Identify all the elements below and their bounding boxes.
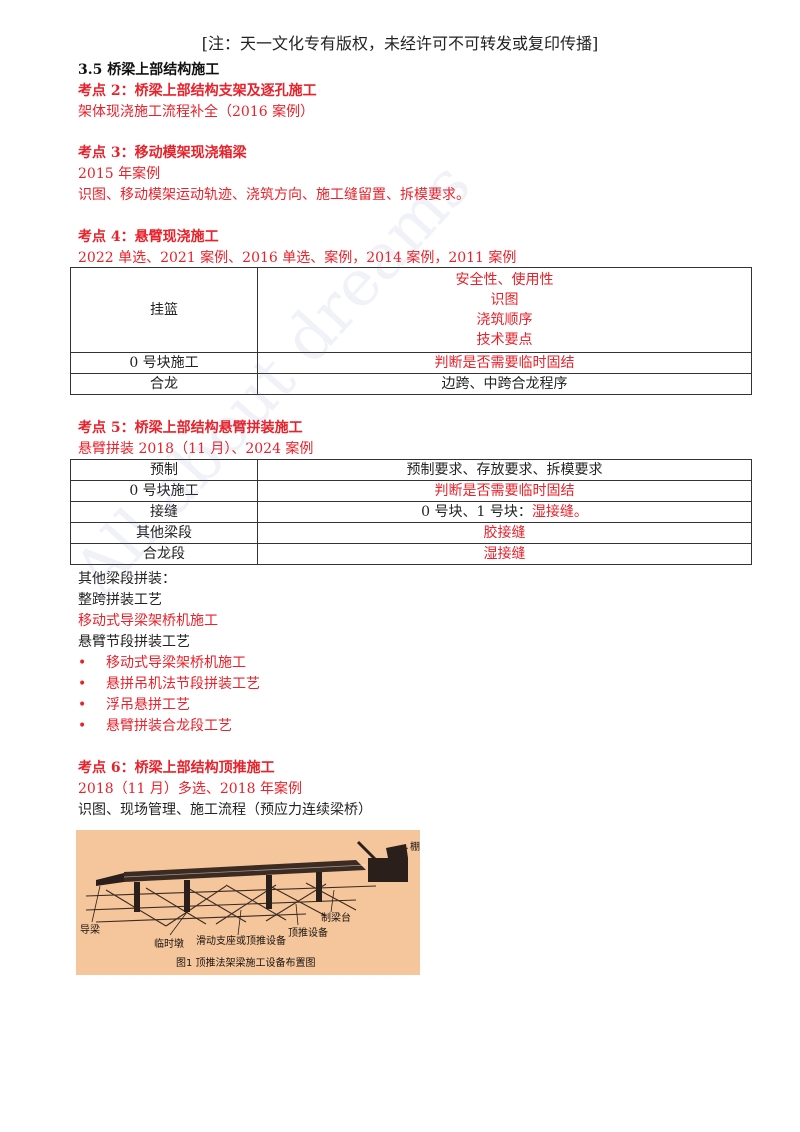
table-cell-value: 安全性、使用性 识图 浇筑顺序 技术要点 <box>257 267 752 353</box>
kd6-line1: 2018（11 月）多选、2018 年案例 <box>78 781 302 797</box>
figure-caption: 图1 顶推法架梁施工设备布置图 <box>176 956 316 969</box>
kd5-title: 考点 5：桥梁上部结构悬臂拼装施工 <box>78 420 303 436</box>
table-row: 0 号块施工 判断是否需要临时固结 <box>70 480 752 502</box>
label-dingtuishebei: 顶推设备 <box>288 926 328 939</box>
table-cell-value: 判断是否需要临时固结 <box>257 480 752 502</box>
kd3-line1: 2015 年案例 <box>78 166 161 182</box>
kd3-block: 考点 3：移动模架现浇箱梁 2015 年案例 识图、移动模架运动轨迹、浇筑方向、… <box>78 143 470 206</box>
label-huadongzhizuo: 滑动支座或顶推设备 <box>196 934 286 947</box>
kd6-block: 考点 6：桥梁上部结构顶推施工 2018（11 月）多选、2018 年案例 识图… <box>78 758 372 821</box>
list-item: 安全性、使用性 <box>455 272 554 288</box>
table-row: 0 号块施工 判断是否需要临时固结 <box>70 352 752 374</box>
jacking-diagram: 导梁 临时墩 滑动支座或顶推设备 顶推设备 制梁台 棚 图1 顶推法架梁施工设备… <box>76 830 420 975</box>
section-block: 3.5 桥梁上部结构施工 考点 2：桥梁上部结构支架及逐孔施工 架体现浇施工流程… <box>78 60 317 123</box>
kd4-block: 考点 4：悬臂现浇施工 2022 单选、2021 案例、2016 单选、案例，2… <box>78 227 516 269</box>
copyright-notice: [注：天一文化专有版权，未经许可不可转发或复印传播] <box>201 34 599 53</box>
table-row: 接缝 0 号块、1 号块：湿接缝。 <box>70 501 752 523</box>
list-item: 浇筑顺序 <box>476 312 533 328</box>
kd4-title: 考点 4：悬臂现浇施工 <box>78 229 219 245</box>
table-cell-value: 预制要求、存放要求、拆模要求 <box>257 459 752 481</box>
cell-text: 0 号块、1 号块： <box>421 504 532 520</box>
list-item: 识图 <box>490 292 519 308</box>
text-line: 悬臂节段拼装工艺 <box>78 634 190 650</box>
label-daoliang: 导梁 <box>80 923 100 936</box>
kd6-title: 考点 6：桥梁上部结构顶推施工 <box>78 760 275 776</box>
text-line: 其他梁段拼装： <box>78 571 176 587</box>
table-cell-value: 湿接缝 <box>257 543 752 565</box>
list-item: •悬拼吊机法节段拼装工艺 <box>78 674 260 695</box>
kd2-line: 架体现浇施工流程补全（2016 案例） <box>78 104 315 120</box>
table-row: 预制 预制要求、存放要求、拆模要求 <box>70 459 752 481</box>
kd4-line1: 2022 单选、2021 案例、2016 单选、案例，2014 案例，2011 … <box>78 250 517 266</box>
kd3-line2: 识图、移动模架运动轨迹、浇筑方向、施工缝留置、拆模要求。 <box>78 187 470 203</box>
jacking-diagram-figure: 导梁 临时墩 滑动支座或顶推设备 顶推设备 制梁台 棚 图1 顶推法架梁施工设备… <box>76 830 420 975</box>
kd2-title: 考点 2：桥梁上部结构支架及逐孔施工 <box>78 83 317 99</box>
table-cell-value: 胶接缝 <box>257 522 752 544</box>
list-item: •浮吊悬拼工艺 <box>78 695 260 716</box>
text-line: 整跨拼装工艺 <box>78 592 162 608</box>
cell-text-red: 湿接缝。 <box>531 504 588 520</box>
kd5-line1: 悬臂拼装 2018（11 月）、2024 案例 <box>78 441 314 457</box>
kd4-table: 挂篮 安全性、使用性 识图 浇筑顺序 技术要点 0 号块施工 判断是否需要临时固… <box>70 267 752 395</box>
bullet-icon: • <box>78 697 87 713</box>
list-item: •移动式导梁架桥机施工 <box>78 653 260 674</box>
table-row: 合龙 边跨、中跨合龙程序 <box>70 373 752 395</box>
table-cell-label: 接缝 <box>70 501 258 523</box>
kd5-block: 考点 5：桥梁上部结构悬臂拼装施工 悬臂拼装 2018（11 月）、2024 案… <box>78 418 313 460</box>
kd5-bullet-list: •移动式导梁架桥机施工 •悬拼吊机法节段拼装工艺 •浮吊悬拼工艺 •悬臂拼装合龙… <box>78 653 260 737</box>
table-cell-label: 合龙 <box>70 373 258 395</box>
kd3-title: 考点 3：移动模架现浇箱梁 <box>78 145 247 161</box>
bullet-icon: • <box>78 718 87 734</box>
label-linshidun: 临时墩 <box>154 937 184 950</box>
table-row: 合龙段 湿接缝 <box>70 543 752 565</box>
table-cell-value: 边跨、中跨合龙程序 <box>257 373 752 395</box>
list-item: 技术要点 <box>476 332 533 348</box>
kd5-after-block: 其他梁段拼装： 整跨拼装工艺 移动式导梁架桥机施工 悬臂节段拼装工艺 <box>78 569 218 653</box>
table-cell-label: 挂篮 <box>70 267 258 353</box>
table-cell-label: 0 号块施工 <box>70 480 258 502</box>
label-zhiliangtai: 制梁台 <box>321 911 351 924</box>
table-cell-label: 合龙段 <box>70 543 258 565</box>
label-peng: 棚 <box>410 840 420 853</box>
table-cell-value: 0 号块、1 号块：湿接缝。 <box>257 501 752 523</box>
list-item: •悬臂拼装合龙段工艺 <box>78 716 260 737</box>
text-line: 移动式导梁架桥机施工 <box>78 613 218 629</box>
kd6-line2: 识图、现场管理、施工流程（预应力连续梁桥） <box>78 802 372 818</box>
bullet-icon: • <box>78 655 87 671</box>
table-row: 挂篮 安全性、使用性 识图 浇筑顺序 技术要点 <box>70 267 752 353</box>
bullet-icon: • <box>78 676 87 692</box>
kd5-table: 预制 预制要求、存放要求、拆模要求 0 号块施工 判断是否需要临时固结 接缝 0… <box>70 459 752 565</box>
section-title: 3.5 桥梁上部结构施工 <box>78 62 220 78</box>
